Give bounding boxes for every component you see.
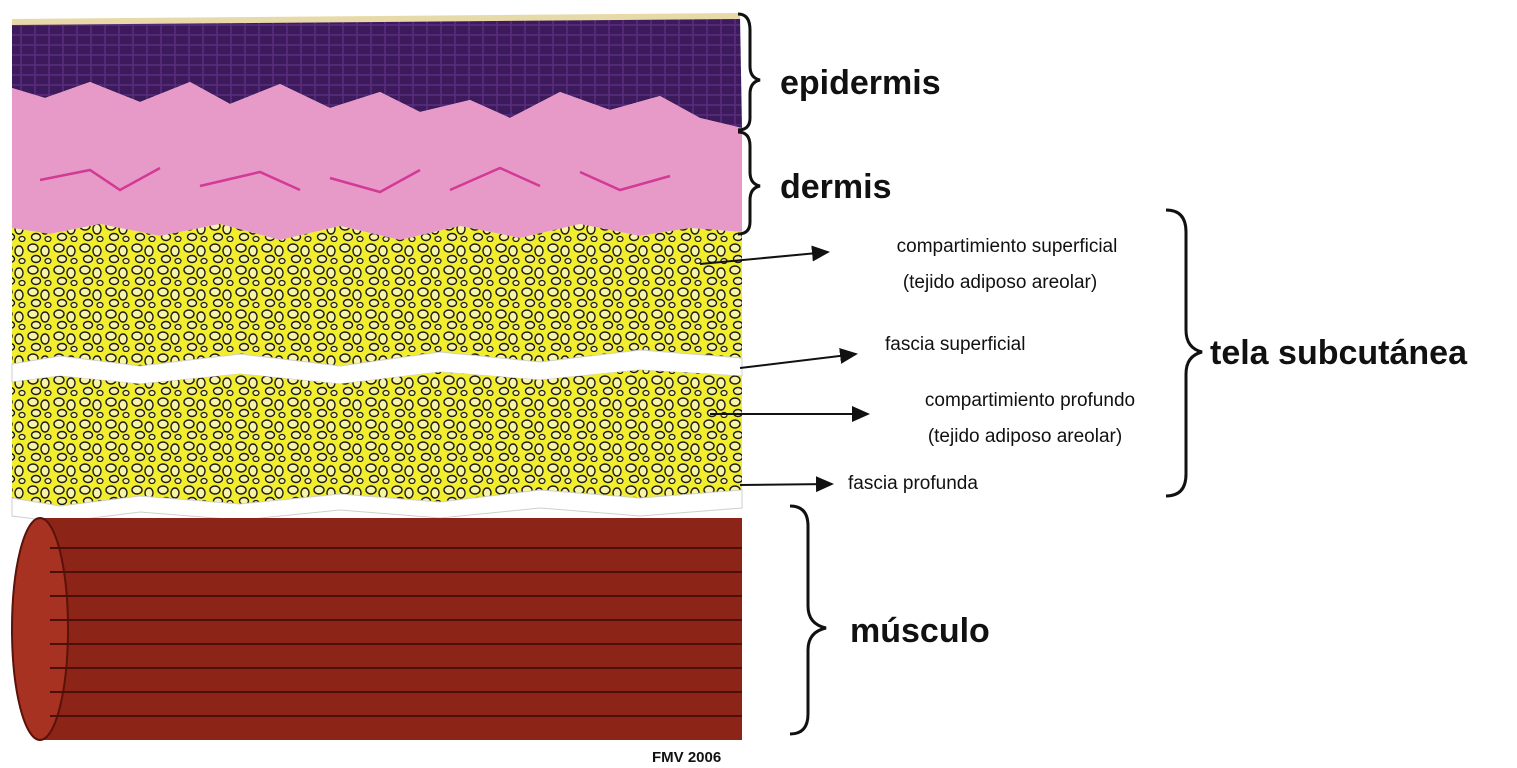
muscle-brace	[790, 506, 826, 734]
label-epidermis: epidermis	[780, 64, 941, 102]
credit-text: FMV 2006	[652, 749, 721, 766]
label-dermis: dermis	[780, 168, 892, 206]
label-superficial-fascia: fascia superficial	[885, 334, 1025, 355]
label-tela-subcutanea: tela subcutánea	[1210, 334, 1468, 372]
label-superficial-compartment: compartimiento superficial	[897, 236, 1118, 257]
dermis-layer	[12, 82, 742, 240]
superficial-fat-layer	[12, 224, 742, 366]
label-deep-compartment: compartimiento profundo	[925, 390, 1135, 411]
arrow-deep-fascia	[740, 484, 832, 485]
label-deep-fascia: fascia profunda	[848, 473, 978, 494]
muscle-layer	[12, 518, 742, 740]
arrow-superficial-fascia	[740, 354, 856, 368]
subcutaneous-brace	[1166, 210, 1202, 496]
deep-fat-layer	[12, 370, 742, 506]
label-deep-compartment-note: (tejido adiposo areolar)	[928, 426, 1122, 447]
label-superficial-compartment-note: (tejido adiposo areolar)	[903, 272, 1097, 293]
label-musculo: músculo	[850, 612, 990, 650]
